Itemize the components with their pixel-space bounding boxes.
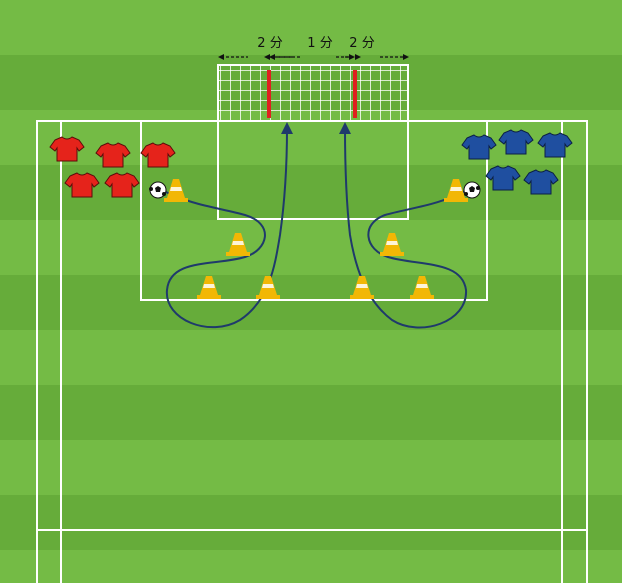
zone-label-left: 2 分 [257,36,282,51]
pitch-stripe [0,550,622,583]
route-left [161,122,293,329]
pitch-stripe [0,330,622,385]
zone-label-center: 1 分 [307,36,332,51]
pitch-stripe [0,495,622,550]
goal-post-left [267,70,271,118]
pitch-stripe [0,275,622,330]
pitch-stripe [0,385,622,440]
pitch-stripe [0,220,622,275]
soccer-ball-icon [149,181,167,199]
goal [217,64,409,122]
route-right [339,122,468,329]
soccer-ball-icon [463,181,481,199]
goal-net [217,64,409,122]
pitch-stripe [0,440,622,495]
pitch-stripe [0,0,622,55]
goal-post-right [353,70,357,118]
dribble-routes [161,122,468,329]
zone-label-right: 2 分 [349,36,374,51]
